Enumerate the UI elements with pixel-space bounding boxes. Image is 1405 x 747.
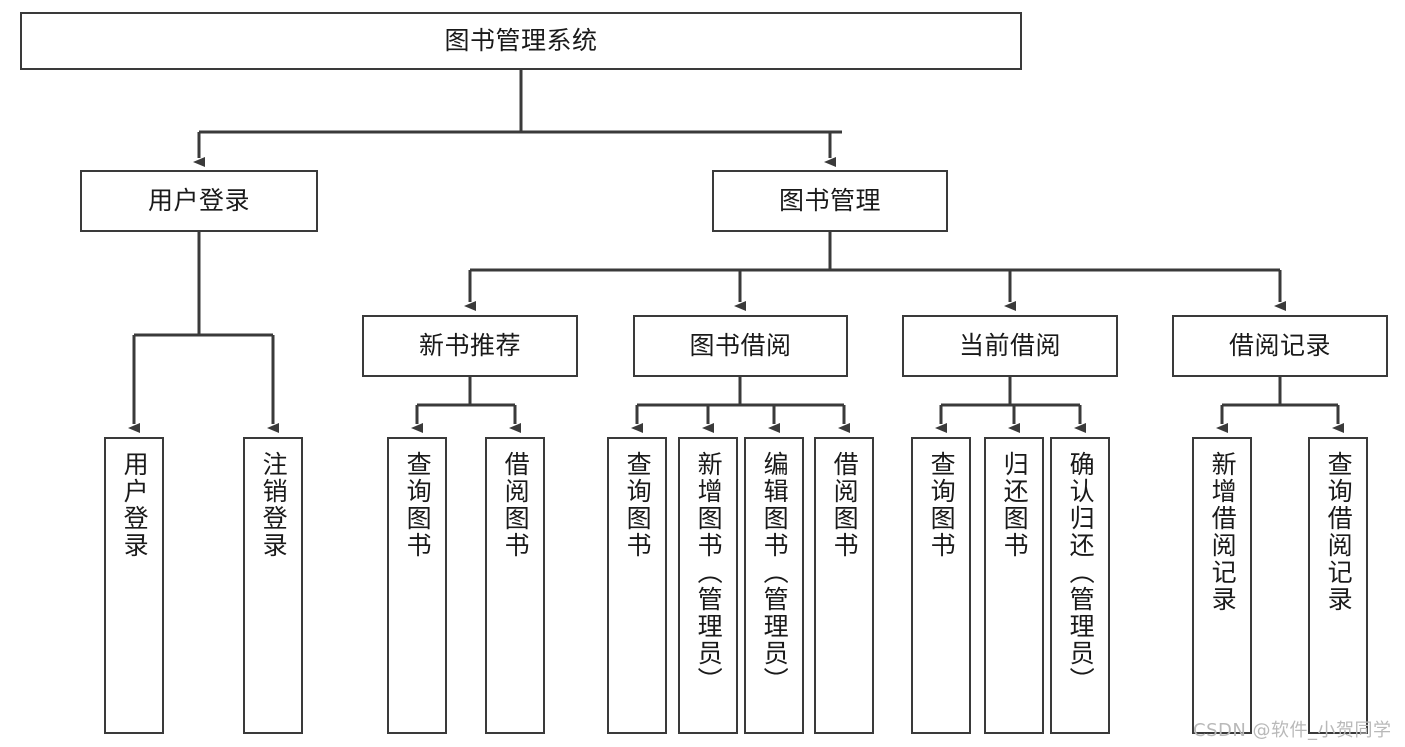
node-user-login-label: 用户登录 [147,186,250,216]
node-root[interactable]: 图书管理系统 [20,12,1022,70]
leaf-query-book-current-label: 查询图书 [927,451,957,559]
leaf-user-login[interactable]: 用户登录 [104,437,164,734]
leaf-add-borrow-record[interactable]: 新增借阅记录 [1192,437,1252,734]
leaf-borrow-book-recommend-label: 借阅图书 [501,451,531,559]
leaf-edit-book-admin-label: 编辑图书（管理员） [760,451,790,694]
leaf-query-book-recommend-label: 查询图书 [403,451,433,559]
node-new-book-recommend-label: 新书推荐 [418,331,521,361]
leaf-edit-book-admin[interactable]: 编辑图书（管理员） [744,437,804,734]
leaf-user-login-label: 用户登录 [120,451,150,559]
leaf-return-book-label: 归还图书 [1000,451,1030,559]
node-book-borrow-label: 图书借阅 [689,331,792,361]
node-current-borrow-label: 当前借阅 [958,331,1061,361]
node-user-login[interactable]: 用户登录 [80,170,318,232]
leaf-add-borrow-record-label: 新增借阅记录 [1208,451,1238,613]
leaf-add-book-admin[interactable]: 新增图书（管理员） [678,437,738,734]
leaf-query-book-recommend[interactable]: 查询图书 [387,437,447,734]
leaf-confirm-return-admin-label: 确认归还（管理员） [1066,451,1096,694]
watermark: CSDN @软件_小贺同学 [1193,720,1392,741]
node-book-management-label: 图书管理 [778,186,881,216]
node-current-borrow[interactable]: 当前借阅 [902,315,1118,377]
node-book-borrow[interactable]: 图书借阅 [633,315,848,377]
leaf-return-book[interactable]: 归还图书 [984,437,1044,734]
leaf-confirm-return-admin[interactable]: 确认归还（管理员） [1050,437,1110,734]
node-borrow-record-label: 借阅记录 [1228,331,1331,361]
leaf-query-borrow-record[interactable]: 查询借阅记录 [1308,437,1368,734]
leaf-borrow-book-recommend[interactable]: 借阅图书 [485,437,545,734]
leaf-query-book-borrow-label: 查询图书 [623,451,653,559]
leaf-query-borrow-record-label: 查询借阅记录 [1324,451,1354,613]
leaf-borrow-book[interactable]: 借阅图书 [814,437,874,734]
node-borrow-record[interactable]: 借阅记录 [1172,315,1388,377]
node-root-label: 图书管理系统 [444,26,598,56]
leaf-logout-label: 注销登录 [259,451,289,559]
leaf-borrow-book-label: 借阅图书 [830,451,860,559]
leaf-query-book-current[interactable]: 查询图书 [911,437,971,734]
leaf-logout[interactable]: 注销登录 [243,437,303,734]
leaf-query-book-borrow[interactable]: 查询图书 [607,437,667,734]
node-book-management[interactable]: 图书管理 [712,170,948,232]
leaf-add-book-admin-label: 新增图书（管理员） [694,451,724,694]
node-new-book-recommend[interactable]: 新书推荐 [362,315,578,377]
